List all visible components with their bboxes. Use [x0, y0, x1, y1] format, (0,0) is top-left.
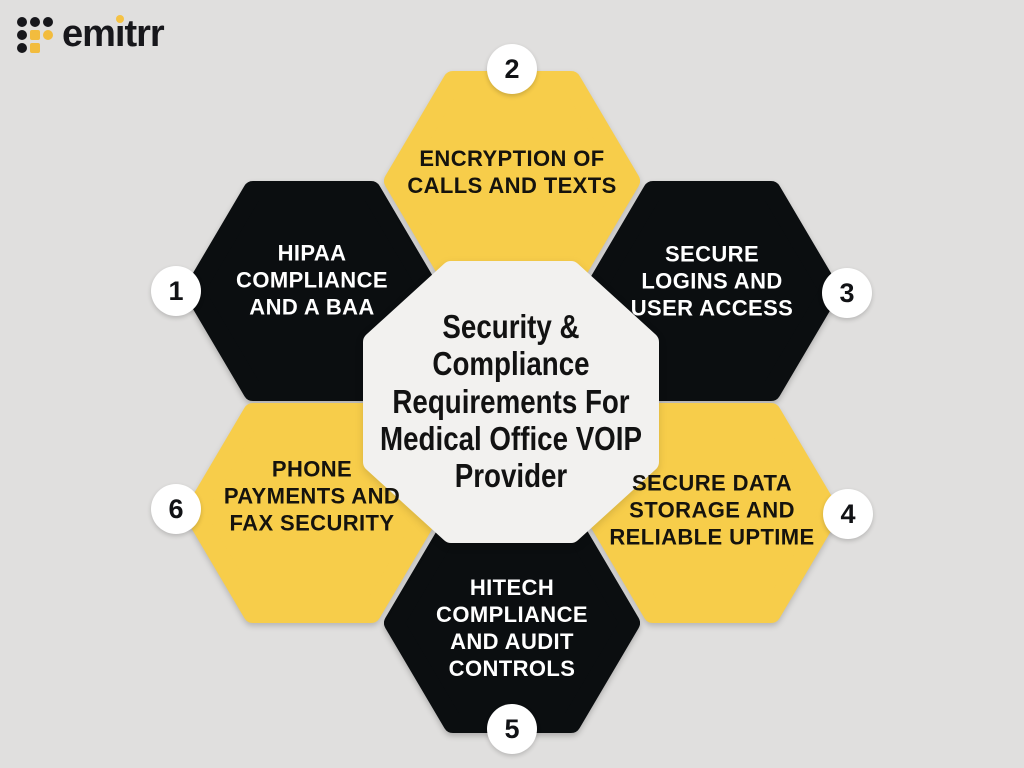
logo-dot — [17, 30, 27, 40]
segment-2-number-badge: 2 — [487, 44, 537, 94]
brand-name-part: em — [62, 12, 116, 55]
logo-dot — [30, 43, 40, 53]
brand-name-part: trr — [124, 12, 164, 55]
logo-dot — [17, 43, 27, 53]
segment-3-label: SECURE LOGINS AND USER ACCESS — [630, 241, 794, 321]
segment-6-number-badge: 6 — [151, 484, 201, 534]
brand-name: emıtrr — [62, 12, 165, 55]
segment-6-label: PHONE PAYMENTS AND FAX SECURITY — [223, 456, 401, 536]
emitrr-dots-icon — [17, 17, 53, 53]
logo-dot — [43, 30, 53, 40]
center-octagon — [363, 261, 659, 543]
segment-3-number-badge: 3 — [822, 268, 872, 318]
logo-dot — [30, 30, 40, 40]
logo-dot — [43, 17, 53, 27]
segment-4-number-badge: 4 — [823, 489, 873, 539]
logo-dot — [30, 17, 40, 27]
brand-logo: emıtrr — [17, 12, 165, 55]
segment-4-label: SECURE DATA STORAGE AND RELIABLE UPTIME — [609, 470, 815, 550]
segment-5-label: HITECH COMPLIANCE AND AUDIT CONTROLS — [436, 575, 588, 681]
segment-1-label: HIPAA COMPLIANCE AND A BAA — [236, 240, 388, 320]
segment-1-number-badge: 1 — [151, 266, 201, 316]
center-title: Security & Compliance Requirements For M… — [380, 307, 642, 494]
brand-name-i: ı — [114, 12, 126, 55]
segment-2-label: ENCRYPTION OF CALLS AND TEXTS — [407, 146, 617, 198]
logo-dot — [17, 17, 27, 27]
segment-5-number-badge: 5 — [487, 704, 537, 754]
